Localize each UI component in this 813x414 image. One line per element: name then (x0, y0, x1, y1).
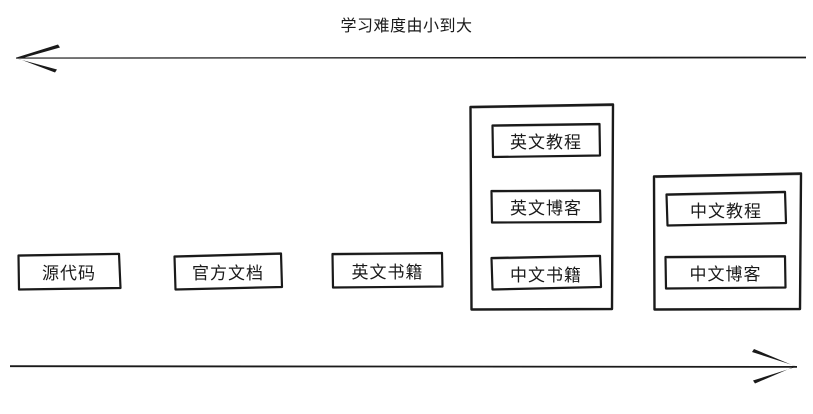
node-label: 英文教程 (510, 133, 582, 153)
node-outline (490, 254, 603, 291)
node-outline (665, 190, 788, 227)
node-official-docs[interactable]: 官方文档 (172, 252, 284, 291)
node-outline (331, 251, 444, 289)
node-source-code[interactable]: 源代码 (16, 252, 122, 291)
arrow-right-icon (0, 346, 813, 386)
node-label: 官方文档 (192, 264, 264, 284)
group-english-media[interactable]: 英文教程 英文博客 中文书籍 (468, 103, 615, 312)
group-chinese-media[interactable]: 中文教程 中文博客 (651, 172, 803, 312)
node-chinese-blog[interactable]: 中文博客 (663, 254, 788, 291)
arrow-left-icon (0, 38, 813, 78)
node-chinese-books[interactable]: 中文书籍 (489, 254, 603, 292)
node-outline (664, 255, 787, 290)
node-outline (490, 189, 602, 224)
node-english-tutorial[interactable]: 英文教程 (490, 122, 602, 159)
node-english-books[interactable]: 英文书籍 (330, 251, 445, 290)
top-axis-label: 学习难度由小到大 (340, 16, 473, 35)
node-outline (173, 252, 284, 291)
node-label: 源代码 (42, 264, 96, 284)
node-outline (17, 252, 122, 291)
node-label: 中文书籍 (510, 265, 582, 286)
node-label: 英文书籍 (351, 263, 424, 283)
node-label: 中文博客 (689, 265, 762, 285)
node-outline (491, 122, 602, 159)
node-chinese-tutorial[interactable]: 中文教程 (664, 190, 788, 228)
node-label: 英文博客 (510, 199, 582, 219)
node-label: 中文教程 (690, 201, 762, 222)
node-english-blog[interactable]: 英文博客 (489, 188, 603, 225)
